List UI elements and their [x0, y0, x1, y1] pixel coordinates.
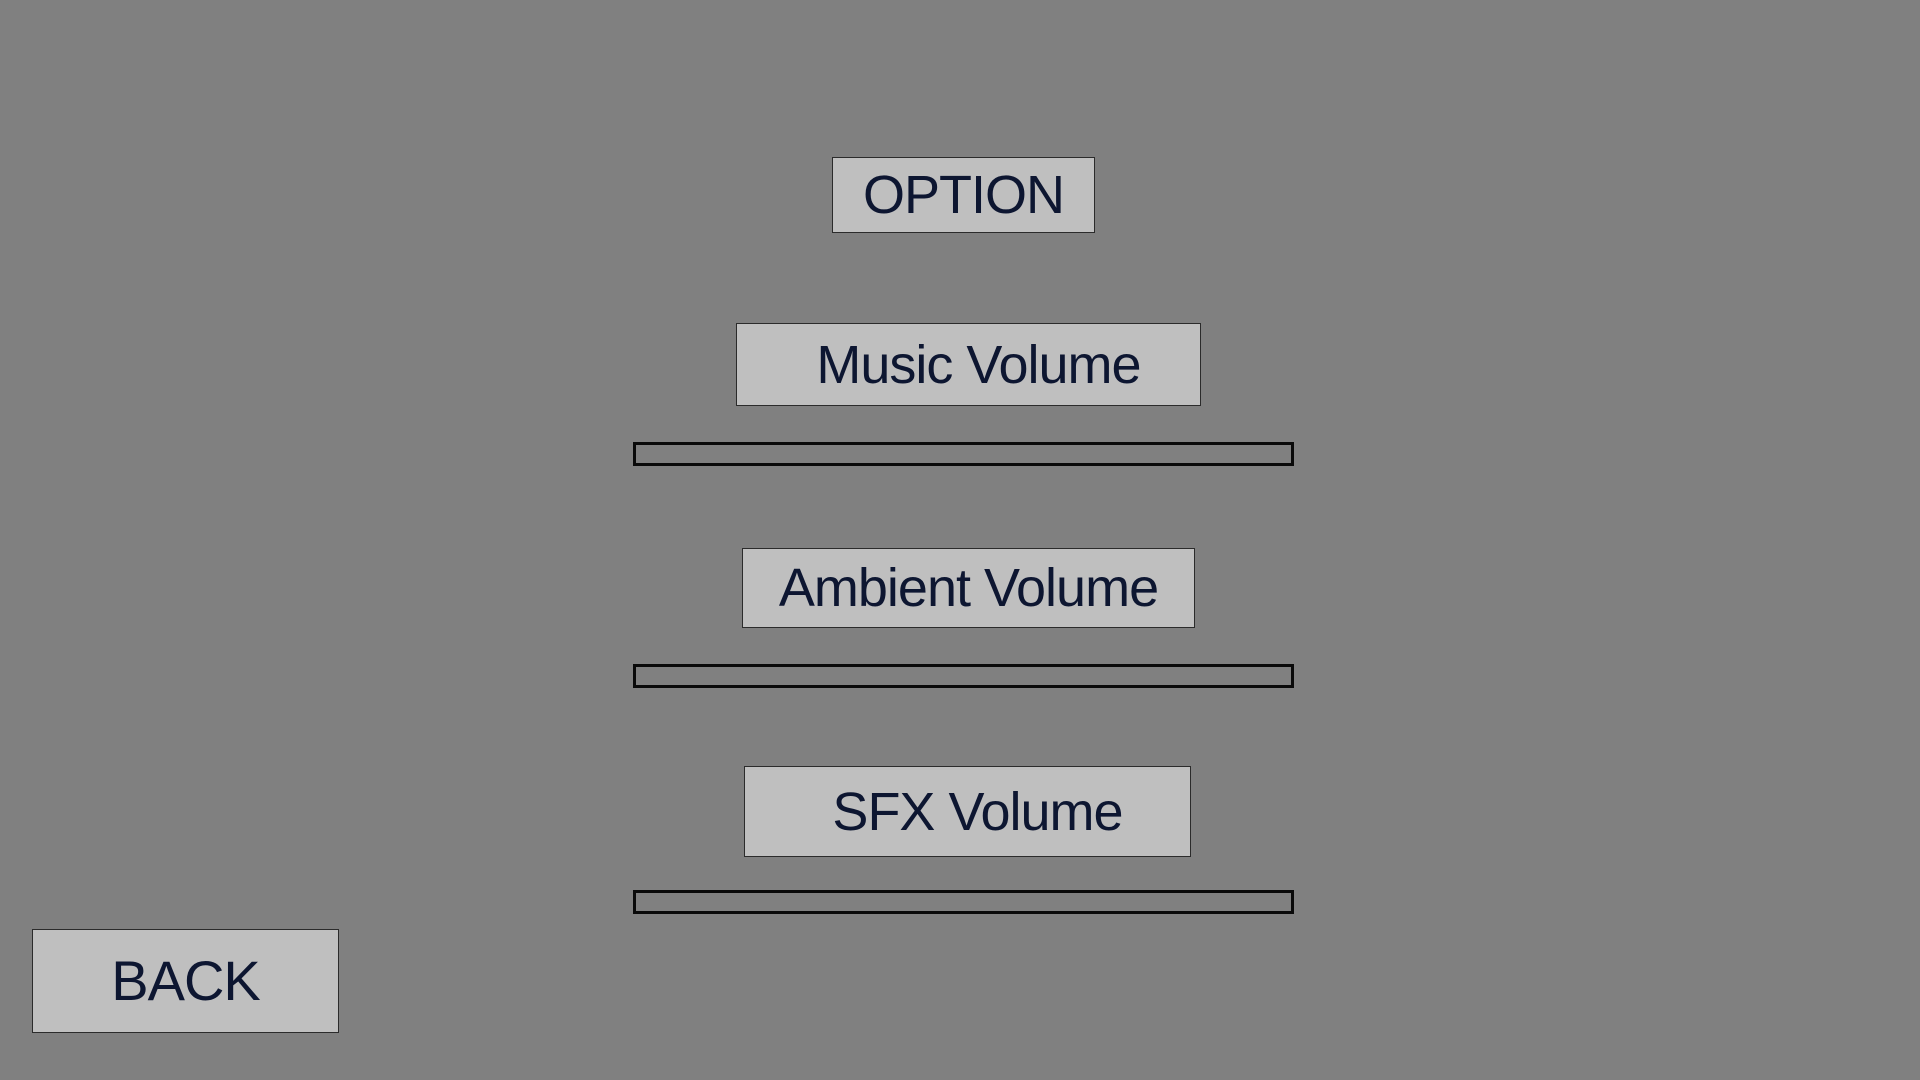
ambient-volume-slider[interactable]: [633, 664, 1294, 688]
back-button[interactable]: BACK: [32, 929, 339, 1033]
back-button-label: BACK: [111, 949, 260, 1012]
music-volume-label-text: Music Volume: [816, 334, 1141, 395]
music-volume-label: Music Volume: [736, 323, 1201, 406]
ambient-volume-label-text: Ambient Volume: [778, 558, 1159, 618]
options-title-text: OPTION: [862, 165, 1065, 225]
ambient-volume-label: Ambient Volume: [742, 548, 1195, 628]
sfx-volume-label: SFX Volume: [744, 766, 1191, 857]
options-title: OPTION: [832, 157, 1095, 233]
sfx-volume-slider[interactable]: [633, 890, 1294, 914]
music-volume-slider[interactable]: [633, 442, 1294, 466]
sfx-volume-label-text: SFX Volume: [832, 781, 1123, 842]
